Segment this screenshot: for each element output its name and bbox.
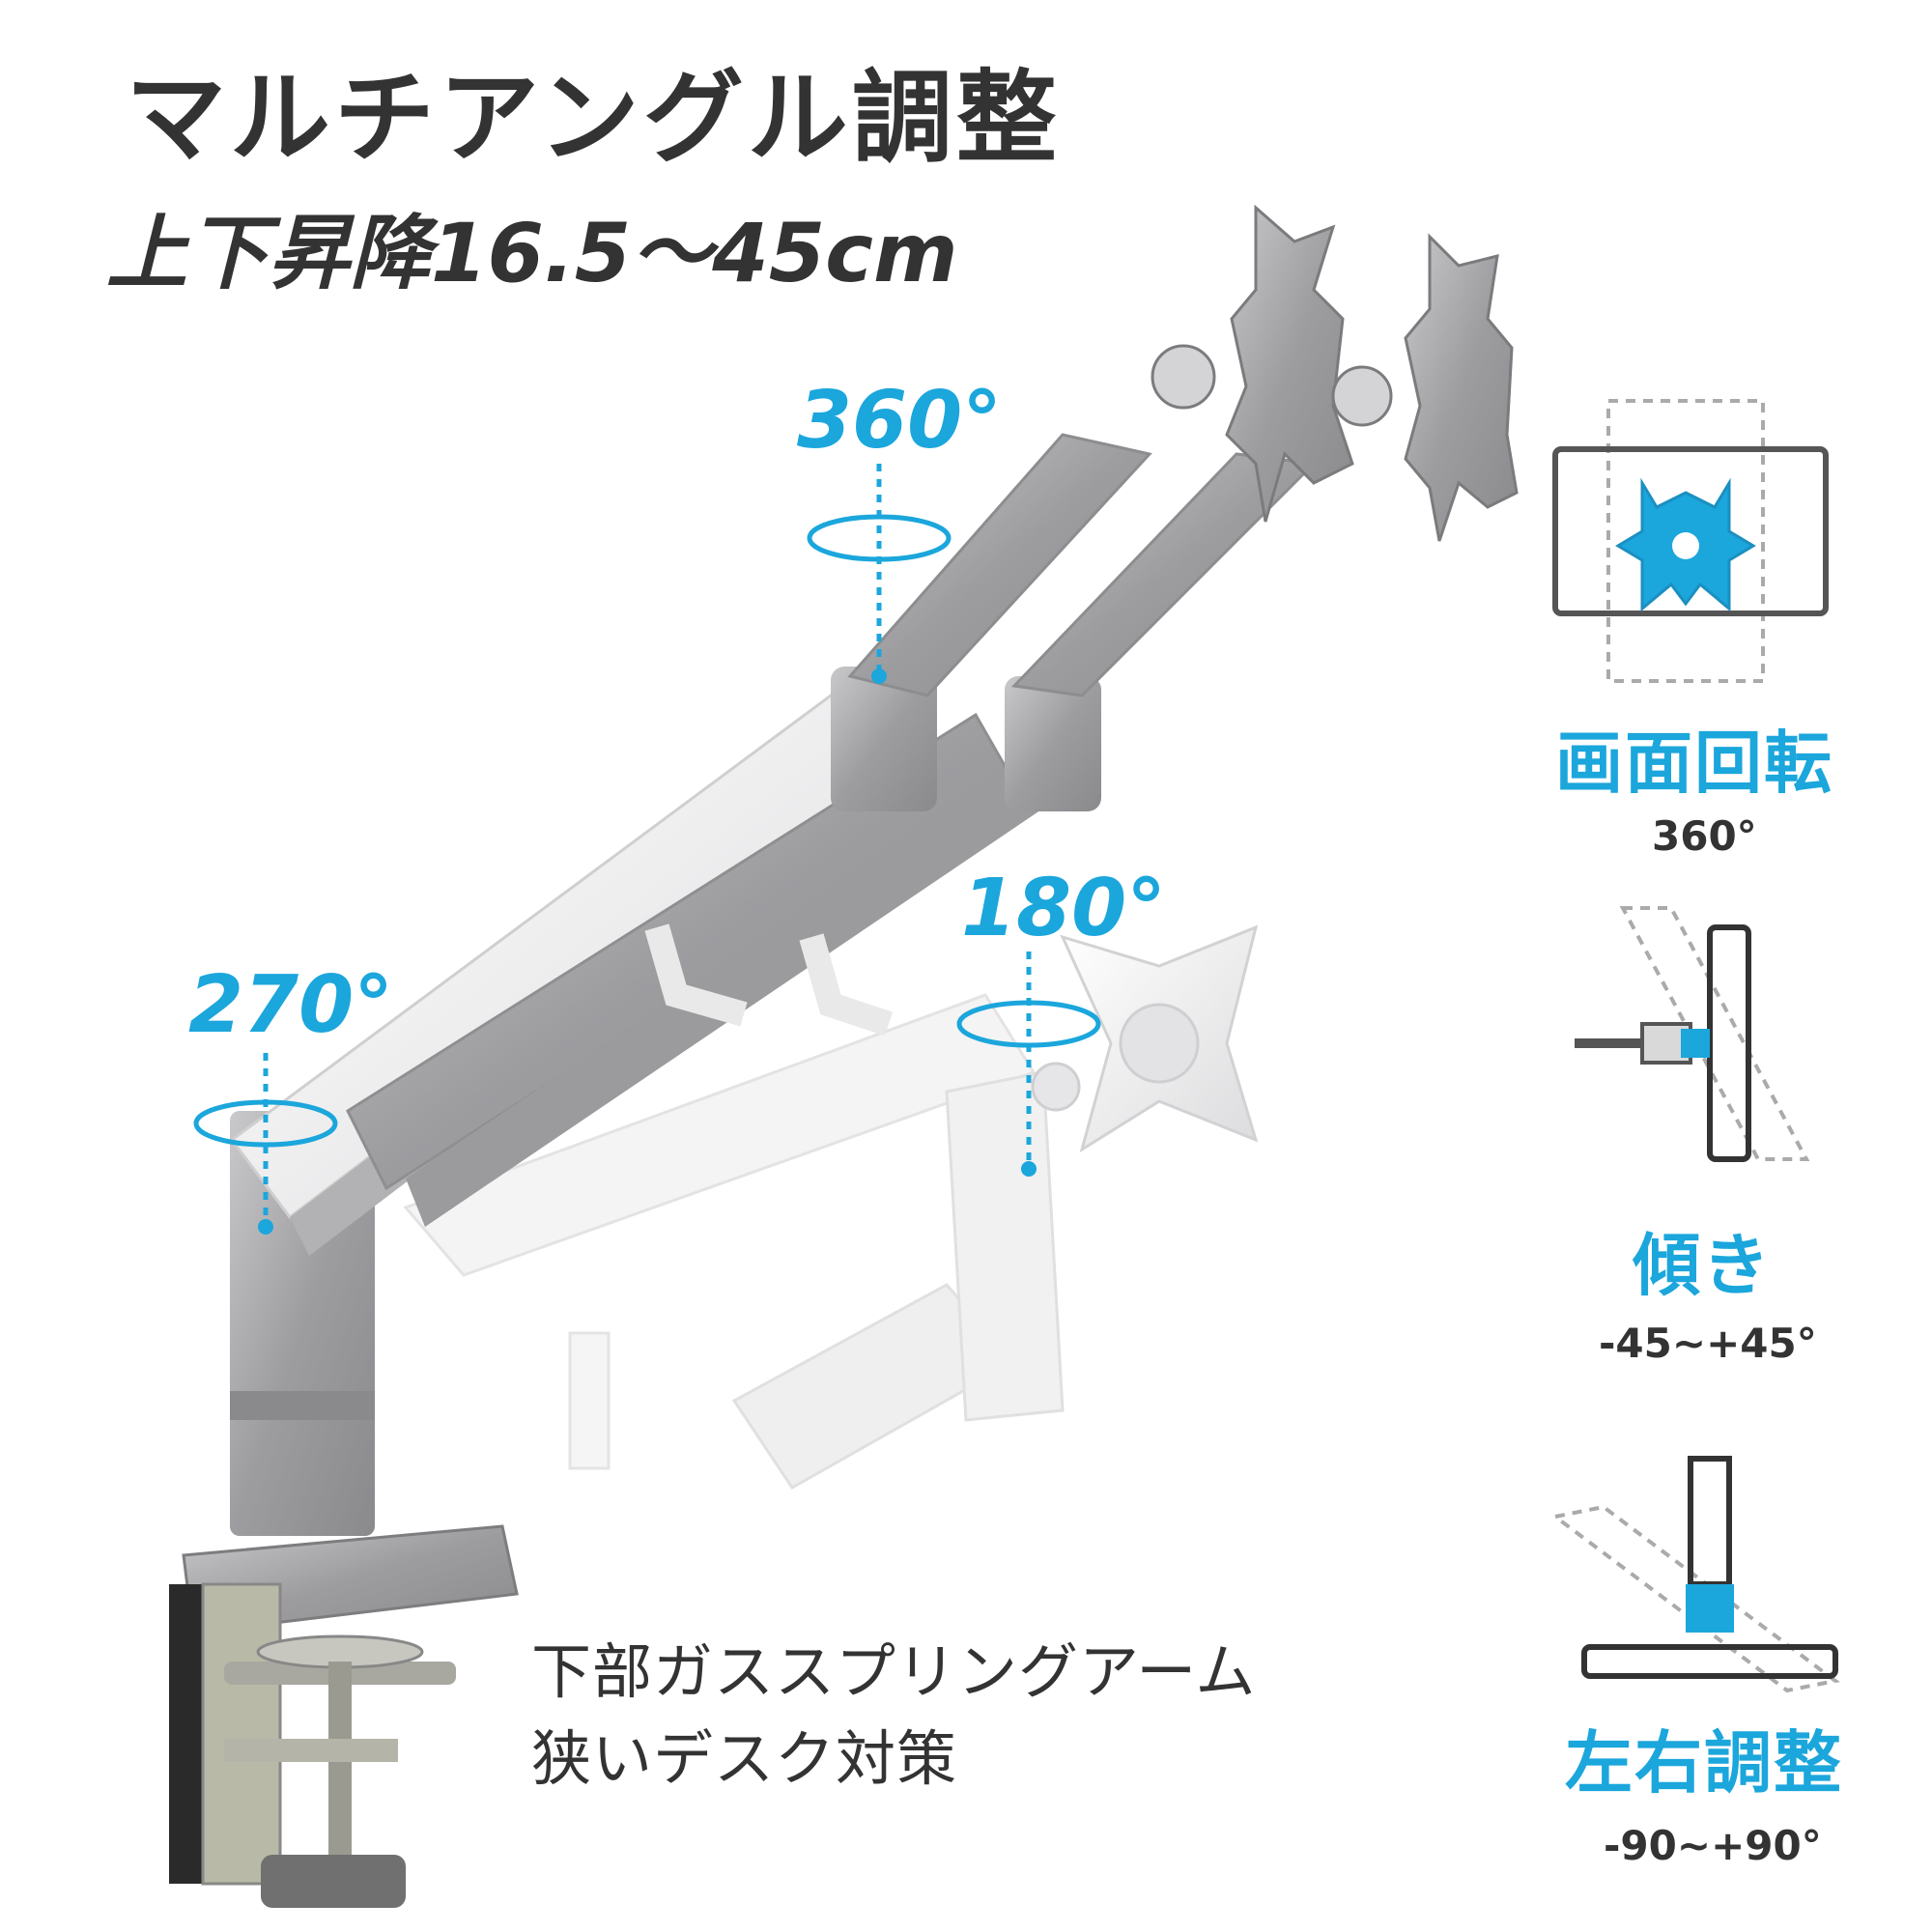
vesa-plates-upper — [1151, 204, 1519, 542]
rotation-arrows — [193, 464, 1101, 1227]
lower-arm-ghost — [403, 993, 1065, 1490]
tilt-icon — [1575, 906, 1810, 1162]
upper-arms — [229, 433, 1318, 1256]
screen-rotation-icon — [1552, 399, 1829, 683]
label-180-head: 180° — [961, 863, 1167, 954]
caption-line-1: 下部ガススプリングアーム — [531, 1636, 1257, 1707]
headline-title: マルチアングル調整 — [126, 59, 1061, 177]
feature-value-swivel: -90~+90° — [1604, 1822, 1822, 1869]
headline-subtitle: 上下昇降16.5～45cm — [106, 206, 958, 300]
vesa-plate-lower — [1031, 924, 1259, 1153]
feature-title-rotation: 画面回転 — [1555, 724, 1833, 803]
feature-title-tilt: 傾き — [1633, 1226, 1772, 1305]
feature-title-swivel: 左右調整 — [1565, 1723, 1843, 1803]
label-270-base: 270° — [188, 959, 394, 1051]
caption-line-2: 狭いデスク対策 — [531, 1723, 958, 1794]
feature-value-rotation: 360° — [1652, 812, 1757, 860]
swivel-icon — [1550, 1456, 1840, 1693]
feature-value-tilt: -45~+45° — [1599, 1320, 1817, 1367]
label-360-arm: 360° — [797, 375, 1003, 467]
